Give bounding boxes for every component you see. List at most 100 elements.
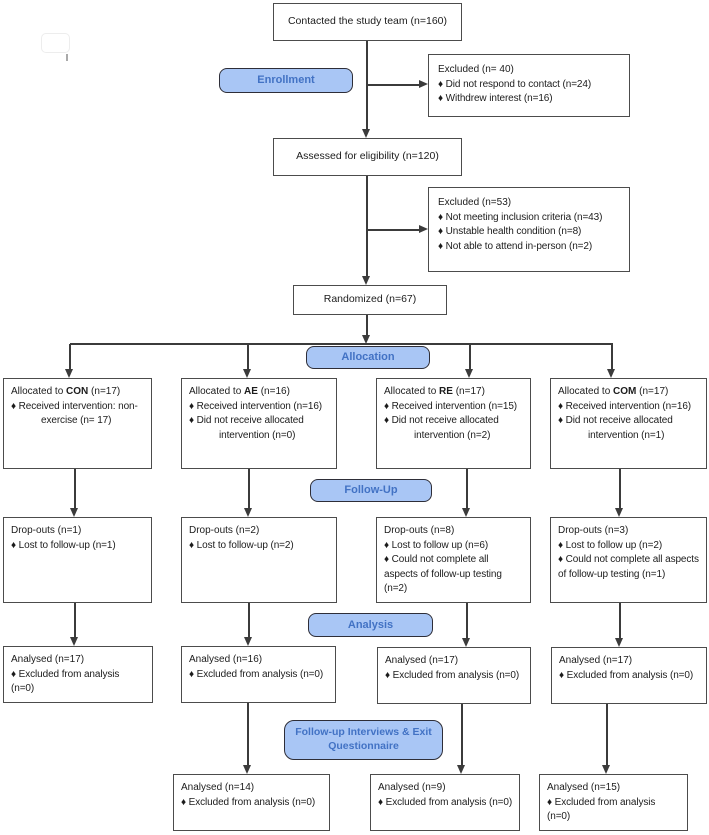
box-title: Randomized (n=67) (323, 293, 417, 306)
box-title: Contacted the study team (n=160) (287, 15, 448, 28)
connector-line (619, 603, 621, 639)
bullet-list: ♦ Excluded from analysis (n=0) (547, 796, 681, 824)
bullet-item: ♦ Lost to follow up (n=6) (384, 540, 489, 552)
box-contacted: Contacted the study team (n=160) (273, 3, 462, 41)
bullet-item: ♦ Excluded from analysis (n=0) (11, 669, 120, 695)
box-title: Allocated to CON (n=17) (11, 386, 121, 397)
box-allocated-con: Allocated to CON (n=17) ♦ Received inter… (3, 378, 152, 469)
box-title: Drop-outs (n=3) (558, 525, 629, 536)
scan-artifact (41, 33, 70, 53)
box-exit-analysed-re: Analysed (n=9) ♦ Excluded from analysis … (370, 774, 520, 831)
arrowhead-down (362, 276, 370, 285)
arrowhead-down (602, 765, 610, 774)
arrowhead-right (419, 80, 428, 88)
bullet-item: ♦ Lost to follow-up (n=1) (11, 540, 116, 552)
connector-line (74, 603, 76, 638)
bullet-list: ♦ Not meeting inclusion criteria (n=43)♦… (438, 211, 621, 254)
bullet-list: ♦ Received intervention (n=15) ♦ Did not … (384, 400, 524, 443)
bullet-item: ♦ Excluded from analysis (n=0) (385, 670, 520, 682)
bullet-item: ♦ Did not receive allocated intervention… (558, 415, 673, 441)
bullet-item: ♦ Did not respond to contact (n=24) (438, 79, 592, 91)
box-dropouts-com: Drop-outs (n=3) ♦ Lost to follow up (n=2… (550, 517, 707, 603)
box-title: Excluded (n=53) (438, 197, 512, 208)
arrowhead-down (362, 129, 370, 138)
box-title: Allocated to RE (n=17) (384, 386, 485, 397)
box-title: Assessed for eligibility (n=120) (296, 150, 439, 163)
stage-allocation: Allocation (306, 346, 430, 369)
stage-label: Follow-Up (344, 484, 398, 497)
arrowhead-down (607, 369, 615, 378)
box-randomized: Randomized (n=67) (293, 285, 447, 315)
box-title: Allocated to AE (n=16) (189, 386, 290, 397)
arrowhead-down (362, 335, 370, 344)
box-title: Analysed (n=16) (189, 654, 263, 665)
stage-exit-questionnaire: Follow-up Interviews & Exit Questionnair… (284, 720, 443, 760)
box-excluded-eligibility: Excluded (n=53) ♦ Not meeting inclusion … (428, 187, 630, 272)
bullet-item: ♦ Excluded from analysis (n=0) (559, 670, 694, 682)
connector-line (466, 603, 468, 639)
bullet-item: ♦ Excluded from analysis (n=0) (378, 797, 513, 809)
box-title: Excluded (n= 40) (438, 64, 514, 75)
arrowhead-down (244, 508, 252, 517)
connector-line (248, 603, 250, 638)
arrowhead-down (615, 638, 623, 647)
connector-line (466, 469, 468, 509)
connector-line (74, 469, 76, 509)
bullet-item: ♦ Received intervention: non-exercise (n… (11, 401, 138, 427)
box-allocated-ae: Allocated to AE (n=16) ♦ Received interv… (181, 378, 337, 469)
stage-followup: Follow-Up (310, 479, 432, 502)
stage-label: Follow-up Interviews & Exit Questionnair… (295, 726, 432, 752)
connector-line (367, 84, 420, 86)
box-title: Allocated to COM (n=17) (558, 386, 669, 397)
connector-line (247, 344, 249, 370)
box-title: Analysed (n=14) (181, 782, 255, 793)
box-title: Analysed (n=17) (559, 655, 633, 666)
bullet-list: ♦ Excluded from analysis (n=0) (181, 796, 323, 810)
box-analysed-ae: Analysed (n=16) ♦ Excluded from analysis… (181, 646, 336, 703)
arrowhead-down (244, 637, 252, 646)
bullet-list: ♦ Excluded from analysis (n=0) (378, 796, 513, 810)
scan-artifact-tick (66, 54, 68, 61)
bullet-item: ♦ Could not complete all aspects of foll… (384, 554, 502, 594)
box-analysed-com: Analysed (n=17) ♦ Excluded from analysis… (551, 647, 707, 704)
bullet-list: ♦ Did not respond to contact (n=24)♦ Wit… (438, 78, 621, 106)
connector-line (619, 469, 621, 509)
bullet-item: ♦ Lost to follow up (n=2) (558, 540, 663, 552)
box-title: Drop-outs (n=1) (11, 525, 82, 536)
bullet-item: ♦ Excluded from analysis (n=0) (547, 797, 656, 823)
box-dropouts-ae: Drop-outs (n=2) ♦ Lost to follow-up (n=2… (181, 517, 337, 603)
bullet-item: ♦ Did not receive allocated intervention… (384, 415, 499, 441)
connector-line (469, 344, 471, 370)
bullet-item: ♦ Received intervention (n=15) (384, 401, 518, 413)
arrowhead-down (65, 369, 73, 378)
box-excluded-contact: Excluded (n= 40) ♦ Did not respond to co… (428, 54, 630, 117)
connector-line (248, 469, 250, 509)
connector-line (366, 315, 368, 336)
bullet-list: ♦ Lost to follow up (n=6) ♦ Could not com… (384, 539, 524, 596)
stage-label: Allocation (341, 351, 395, 364)
connector-line (366, 41, 368, 131)
connector-line (606, 704, 608, 766)
bullet-list: ♦ Lost to follow-up (n=2) (189, 539, 330, 553)
arrowhead-down (70, 508, 78, 517)
arrowhead-down (615, 508, 623, 517)
arrowhead-down (462, 508, 470, 517)
arrowhead-down (462, 638, 470, 647)
bullet-list: ♦ Excluded from analysis (n=0) (385, 669, 524, 683)
arrowhead-down (457, 765, 465, 774)
box-analysed-con: Analysed (n=17) ♦ Excluded from analysis… (3, 646, 153, 703)
bullet-list: ♦ Excluded from analysis (n=0) (189, 668, 329, 682)
box-dropouts-re: Drop-outs (n=8) ♦ Lost to follow up (n=6… (376, 517, 531, 603)
connector-line (247, 703, 249, 766)
connector-line (611, 344, 613, 370)
box-title: Drop-outs (n=8) (384, 525, 455, 536)
box-title: Analysed (n=15) (547, 782, 621, 793)
box-title: Analysed (n=17) (11, 654, 85, 665)
box-title: Analysed (n=9) (378, 782, 446, 793)
arrowhead-right (419, 225, 428, 233)
stage-label: Analysis (347, 618, 394, 631)
box-exit-analysed-com: Analysed (n=15) ♦ Excluded from analysis… (539, 774, 688, 831)
bullet-item: ♦ Unstable health condition (n=8) (438, 226, 582, 238)
box-title: Drop-outs (n=2) (189, 525, 260, 536)
